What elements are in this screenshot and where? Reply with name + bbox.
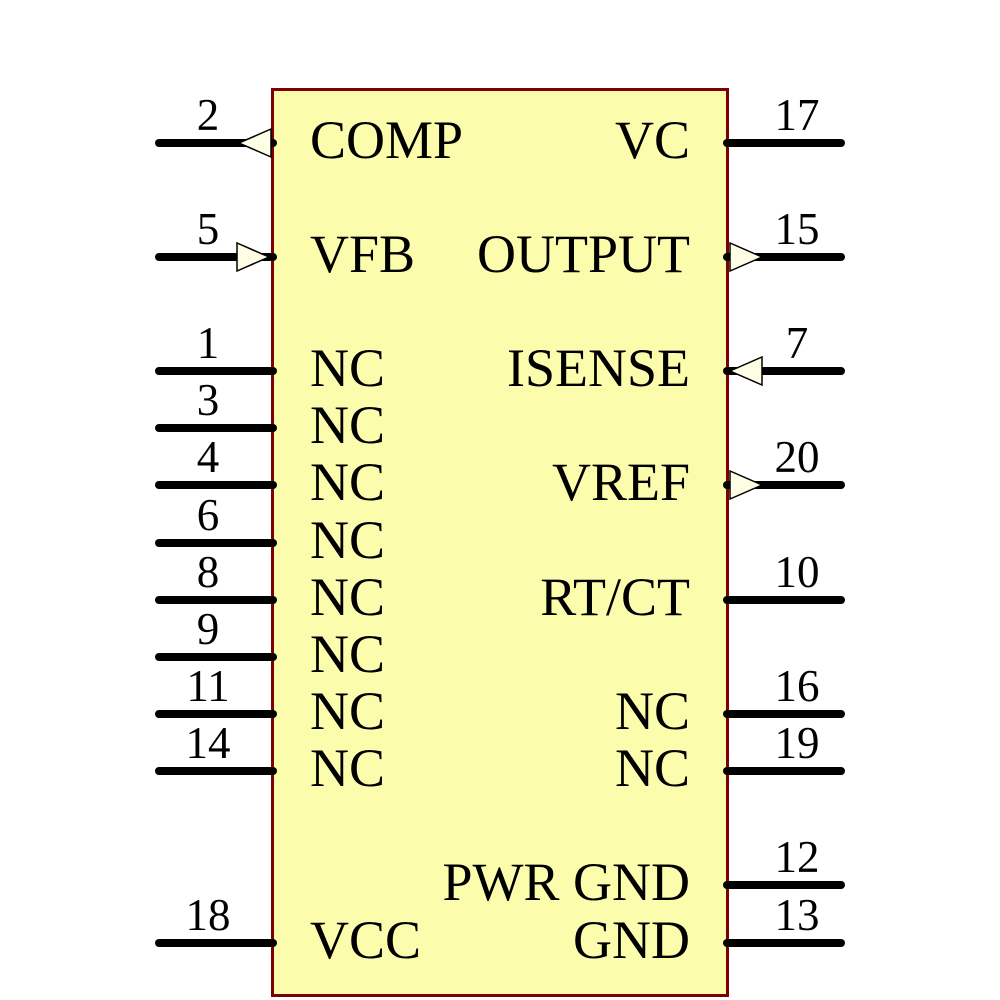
pin-1-line xyxy=(155,367,277,376)
pin-14-line xyxy=(155,767,277,776)
pin-8-label: NC xyxy=(310,566,386,627)
pin-12-line xyxy=(723,881,845,890)
pin-19-number: 19 xyxy=(774,718,820,769)
pin-18-number: 18 xyxy=(185,889,231,940)
pin-2-line xyxy=(155,138,277,147)
pin-1-number: 1 xyxy=(196,318,220,369)
pin-16-line xyxy=(723,710,845,718)
pin-17-label: VC xyxy=(614,109,690,170)
pin-11-label: NC xyxy=(310,681,386,741)
pin-19-label: NC xyxy=(614,738,690,799)
pin-16-number: 16 xyxy=(774,661,820,711)
pin-15-arrow-icon xyxy=(729,241,764,272)
pin-9-number: 9 xyxy=(196,603,220,654)
pin-18-line xyxy=(155,938,277,947)
pin-2-label: COMP xyxy=(310,109,464,170)
pin-8-line xyxy=(155,595,277,604)
pin-12-number: 12 xyxy=(774,832,820,883)
pin-9-label: NC xyxy=(310,623,386,684)
pin-7-label: ISENSE xyxy=(506,338,690,399)
pin-20-arrow-icon xyxy=(729,470,764,501)
pin-6-line xyxy=(155,538,277,547)
pin-11-line xyxy=(155,710,277,718)
pin-17-number: 17 xyxy=(774,89,820,140)
pin-10-number: 10 xyxy=(774,546,820,597)
pin-15-label: OUTPUT xyxy=(477,223,690,284)
pin-19-line xyxy=(723,767,845,776)
pin-4-line xyxy=(155,481,277,490)
pin-5-label: VFB xyxy=(310,223,416,284)
pin-4-number: 4 xyxy=(196,432,220,483)
pin-13-number: 13 xyxy=(774,889,820,940)
pin-3-number: 3 xyxy=(196,375,220,426)
pin-20-label: VREF xyxy=(551,452,690,513)
pin-1-label: NC xyxy=(310,338,386,399)
pin-11-number: 11 xyxy=(186,661,230,711)
pin-13-label: GND xyxy=(573,909,690,970)
pin-13-line xyxy=(723,938,845,947)
pin-20-number: 20 xyxy=(774,432,820,483)
pin-5-line xyxy=(155,252,277,261)
pin-2-number: 2 xyxy=(196,89,220,140)
pin-14-number: 14 xyxy=(185,718,231,769)
pin-7-number: 7 xyxy=(785,318,809,369)
pin-16-label: NC xyxy=(614,681,690,741)
pin-7-arrow-icon xyxy=(728,355,763,387)
pin-17-line xyxy=(723,138,845,147)
pin-3-label: NC xyxy=(310,395,386,456)
pin-18-label: VCC xyxy=(310,909,422,970)
pin-2-arrow-icon xyxy=(237,127,272,158)
pin-7-line xyxy=(723,367,845,376)
pin-5-number: 5 xyxy=(196,203,220,254)
pin-6-label: NC xyxy=(310,509,386,570)
pin-8-number: 8 xyxy=(196,546,220,597)
pin-10-label: RT/CT xyxy=(540,566,690,627)
pin-9-line xyxy=(155,652,277,661)
pin-14-label: NC xyxy=(310,738,386,799)
pin-4-label: NC xyxy=(310,452,386,513)
ic-body xyxy=(271,88,729,997)
pin-5-arrow-icon xyxy=(236,241,271,272)
pin-6-number: 6 xyxy=(196,489,220,540)
pin-12-label: PWR GND xyxy=(442,852,690,913)
pin-3-line xyxy=(155,424,277,433)
pin-15-line xyxy=(723,252,845,261)
pin-10-line xyxy=(723,595,845,604)
pin-20-line xyxy=(723,481,845,490)
pin-15-number: 15 xyxy=(774,203,820,254)
